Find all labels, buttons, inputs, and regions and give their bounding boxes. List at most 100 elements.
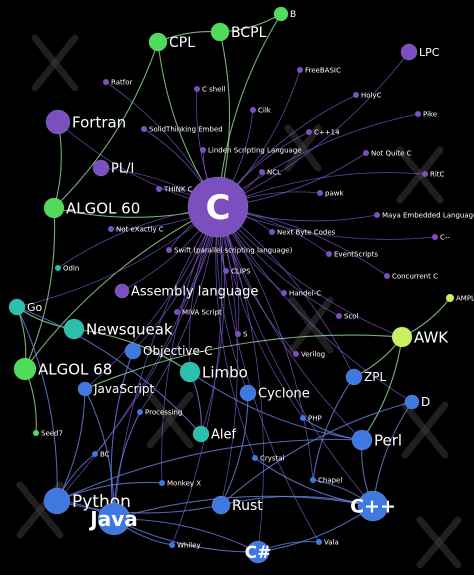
node-php: PHP bbox=[300, 414, 322, 422]
node-label-php: PHP bbox=[308, 414, 322, 422]
node-processing: Processing bbox=[137, 408, 182, 416]
node-java: Java bbox=[88, 502, 138, 536]
node-nextbyte: Next Byte Codes bbox=[269, 228, 336, 236]
edge-c-lpc bbox=[217, 51, 410, 208]
node-crystal: Crystal bbox=[252, 454, 285, 462]
node-label-solidthinking: SolidThinking Embed bbox=[149, 125, 223, 133]
node-eventscripts: EventScripts bbox=[326, 250, 378, 258]
node-label-cyclone: Cyclone bbox=[258, 387, 310, 402]
node-label-ncl: NCL bbox=[267, 168, 281, 176]
node-csharp: C# bbox=[245, 540, 272, 564]
node-circle-ritec bbox=[422, 171, 428, 177]
edge-c-vala bbox=[217, 206, 320, 543]
node-label-chapel: Chapel bbox=[318, 476, 342, 484]
node-circle-limbo bbox=[179, 361, 201, 383]
node-algol68: ALGOL 68 bbox=[13, 357, 112, 381]
node-label-b: B bbox=[290, 10, 296, 20]
node-zpl: ZPL bbox=[345, 368, 386, 386]
node-circle-sl bbox=[235, 331, 241, 337]
node-algol60: ALGOL 60 bbox=[43, 197, 140, 219]
node-circle-zpl bbox=[345, 368, 363, 386]
node-label-rust: Rust bbox=[232, 498, 263, 514]
node-circle-concurrentc bbox=[384, 273, 390, 279]
node-circle-cpp14 bbox=[306, 129, 312, 135]
node-odin: Odin bbox=[55, 264, 79, 272]
edge-c-whiley bbox=[171, 206, 223, 546]
node-label-swift: Swift (parallel scripting language) bbox=[174, 246, 293, 254]
node-circle-crystal bbox=[252, 455, 258, 461]
node-cshell: C shell bbox=[194, 85, 225, 93]
node-circle-perl bbox=[351, 429, 373, 451]
node-pli: PL/I bbox=[92, 159, 134, 177]
edge-c-rust bbox=[217, 206, 238, 506]
node-objc: Objective-C bbox=[124, 342, 213, 360]
edge-java-csharp bbox=[113, 518, 259, 553]
node-circle-eventscripts bbox=[326, 251, 332, 257]
node-circle-solidthinking bbox=[141, 126, 147, 132]
node-sl: S bbox=[235, 330, 248, 338]
node-circle-holyc bbox=[353, 92, 359, 98]
edge-go-alef bbox=[16, 306, 202, 435]
node-label-thinkc: THINK C bbox=[163, 185, 193, 193]
node-circle-verilog bbox=[293, 351, 299, 357]
edge-java-csharp bbox=[113, 518, 259, 553]
node-circle-chapel bbox=[310, 477, 316, 483]
node-label-algol68: ALGOL 68 bbox=[38, 360, 112, 378]
node-circle-assembly bbox=[114, 283, 130, 299]
node-circle-objc bbox=[124, 342, 142, 360]
edge-algol60-fortran bbox=[53, 121, 62, 209]
node-label-algol60: ALGOL 60 bbox=[66, 199, 140, 217]
node-bc: BC bbox=[92, 450, 110, 458]
node-ncl: NCL bbox=[259, 168, 281, 176]
node-label-fortran: Fortran bbox=[72, 113, 126, 131]
node-circle-algol60 bbox=[43, 197, 65, 219]
node-label-notexactlyc: Not eXactly C bbox=[116, 225, 164, 233]
edge-c-algol68 bbox=[24, 206, 219, 370]
node-label-scol: Scol bbox=[344, 312, 359, 320]
node-circle-pli bbox=[92, 159, 110, 177]
node-linden: Linden Scripting Language bbox=[200, 146, 302, 154]
node-label-amplnode: AMPL bbox=[456, 294, 474, 302]
node-monkeyx: Monkey X bbox=[159, 479, 201, 487]
node-notquitec: Not Quite C bbox=[363, 149, 412, 157]
node-pike: Pike bbox=[415, 110, 437, 118]
node-circle-linden bbox=[200, 147, 206, 153]
node-label-holyc: HolyC bbox=[361, 91, 382, 99]
node-label-pawk: pawk bbox=[325, 189, 344, 197]
node-label-whiley: Whiley bbox=[177, 541, 201, 549]
node-label-cilk: Cilk bbox=[258, 106, 272, 114]
edge-perl-python bbox=[56, 438, 363, 502]
node-circle-bcpl bbox=[210, 22, 230, 42]
node-circle-python bbox=[43, 487, 71, 515]
node-label-cpp14: C++14 bbox=[314, 128, 340, 136]
edge-d-rust bbox=[220, 401, 413, 506]
edge-c-d bbox=[217, 206, 413, 403]
node-label-ritec: RitC bbox=[430, 170, 445, 178]
edge-algol60-algol68 bbox=[24, 207, 56, 370]
node-circle-pawk bbox=[317, 190, 323, 196]
edge-c-chapel bbox=[217, 206, 314, 481]
node-circle-monkeyx bbox=[159, 480, 165, 486]
node-circle-ncl bbox=[259, 169, 265, 175]
node-mivascript: MIVA Script bbox=[174, 308, 222, 316]
node-circle-notquitec bbox=[363, 150, 369, 156]
node-circle-ratfor bbox=[103, 79, 109, 85]
node-notexactlyc: Not eXactly C bbox=[108, 225, 164, 233]
edge-c-java bbox=[113, 206, 219, 520]
node-label-awk: AWK bbox=[414, 328, 449, 346]
node-circle-mivascript bbox=[174, 309, 180, 315]
node-circle-notexactlyc bbox=[108, 226, 114, 232]
node-label-csharp: C# bbox=[245, 543, 272, 563]
node-circle-algol68 bbox=[13, 357, 37, 381]
node-circle-csharp bbox=[246, 540, 270, 564]
node-circle-pike bbox=[415, 111, 421, 117]
node-label-monkeyx: Monkey X bbox=[167, 479, 201, 487]
node-label-concurrentc: Concurrent C bbox=[392, 272, 438, 280]
node-maya: Maya Embedded Language bbox=[374, 211, 474, 219]
node-handelc: Handel-C bbox=[281, 289, 321, 297]
node-b: B bbox=[273, 6, 296, 22]
node-limbo: Limbo bbox=[179, 361, 248, 383]
node-circle-cpp bbox=[357, 490, 389, 522]
node-label-cpl: CPL bbox=[169, 35, 195, 51]
